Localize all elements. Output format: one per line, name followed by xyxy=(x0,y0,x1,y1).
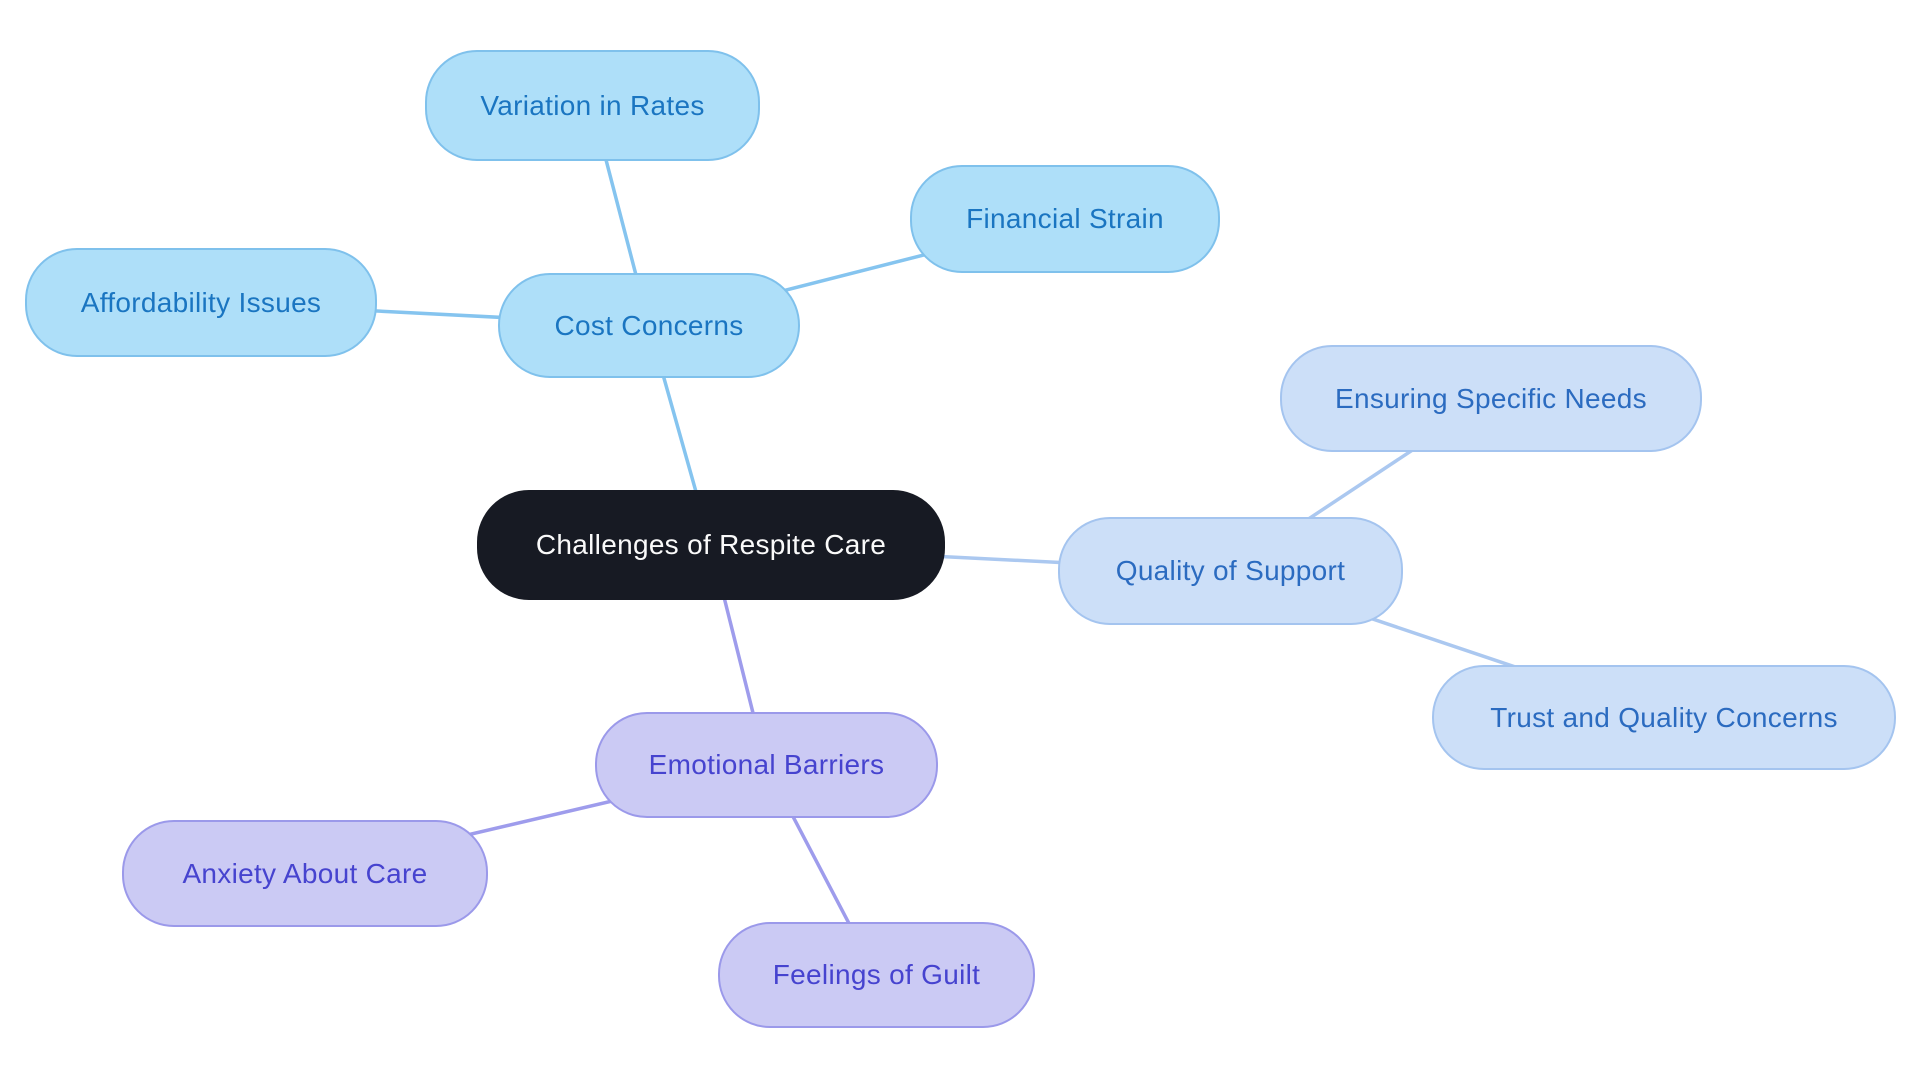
node-label: Challenges of Respite Care xyxy=(535,529,887,560)
node-label: Anxiety About Care xyxy=(182,857,428,889)
node-label: Financial Strain xyxy=(966,203,1164,234)
node-label: Trust and Quality Concerns xyxy=(1490,701,1838,733)
node-cost-concerns[interactable]: Cost Concerns xyxy=(498,273,800,378)
node-label: Cost Concerns xyxy=(554,309,744,341)
node-variation-in-rates[interactable]: Variation in Rates xyxy=(425,50,760,161)
node-label: Variation in Rates xyxy=(480,89,705,121)
node-label: Affordability Issues xyxy=(80,286,322,318)
node-label: Emotional Barriers xyxy=(648,749,885,780)
node-feelings-of-guilt[interactable]: Feelings of Guilt xyxy=(718,922,1035,1028)
node-root-challenges-of-respite-care[interactable]: Challenges of Respite Care xyxy=(477,490,945,600)
node-label: Ensuring Specific Needs xyxy=(1335,382,1647,414)
node-anxiety-about-care[interactable]: Anxiety About Care xyxy=(122,820,488,927)
node-label: Quality of Support xyxy=(1115,555,1346,586)
node-label: Feelings of Guilt xyxy=(772,959,981,990)
node-affordability-issues[interactable]: Affordability Issues xyxy=(25,248,377,357)
node-ensuring-specific-needs[interactable]: Ensuring Specific Needs xyxy=(1280,345,1702,452)
node-trust-and-quality-concerns[interactable]: Trust and Quality Concerns xyxy=(1432,665,1896,770)
node-quality-of-support[interactable]: Quality of Support xyxy=(1058,517,1403,625)
node-financial-strain[interactable]: Financial Strain xyxy=(910,165,1220,273)
node-emotional-barriers[interactable]: Emotional Barriers xyxy=(595,712,938,818)
